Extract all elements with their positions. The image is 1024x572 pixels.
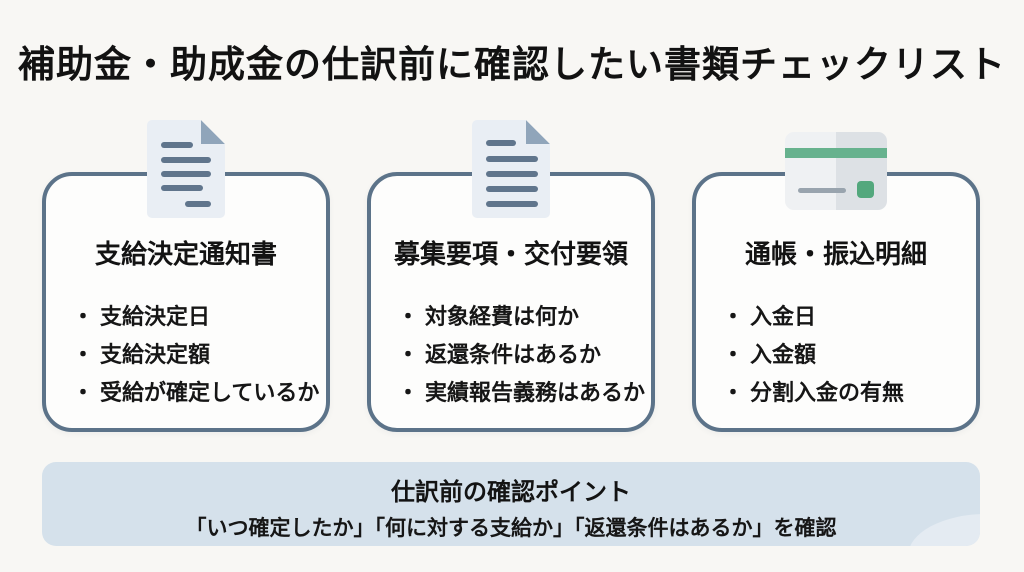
- card-checklist: ・支給決定日 ・支給決定額 ・受給が確定しているか: [72, 298, 320, 412]
- bullet-glyph: ・: [397, 380, 420, 405]
- bullet-glyph: ・: [722, 342, 745, 367]
- card-payment-decision-notice: 支給決定通知書 ・支給決定日 ・支給決定額 ・受給が確定しているか: [42, 120, 330, 432]
- list-item: ・入金額: [722, 336, 968, 374]
- list-item-text: 対象経費は何か: [425, 304, 580, 329]
- footer-title: 仕訳前の確認ポイント: [391, 479, 631, 506]
- document-icon-line: [486, 156, 538, 162]
- document-icon-line: [486, 140, 516, 146]
- bullet-glyph: ・: [72, 304, 95, 329]
- list-item-text: 実績報告義務はあるか: [425, 380, 646, 405]
- list-item-text: 支給決定日: [100, 304, 211, 329]
- document-icon-line: [161, 157, 211, 163]
- document-icon-line: [161, 185, 203, 191]
- bankbook-card-icon-chip: [857, 181, 874, 198]
- bullet-glyph: ・: [72, 342, 95, 367]
- card-title: 通帳・振込明細: [744, 239, 927, 269]
- list-item: ・返還条件はあるか: [397, 336, 643, 374]
- bankbook-card-icon-body: [785, 132, 887, 210]
- page-title: 補助金・助成金の仕訳前に確認したい書類チェックリスト: [18, 44, 1006, 85]
- footer-summary-bar: 仕訳前の確認ポイント 「いつ確定したか」「何に対する支給か」「返還条件はあるか」…: [42, 462, 980, 546]
- bullet-glyph: ・: [722, 380, 745, 405]
- bullet-glyph: ・: [722, 304, 745, 329]
- list-item: ・実績報告義務はあるか: [397, 374, 646, 412]
- card-checklist: ・対象経費は何か ・返還条件はあるか ・実績報告義務はあるか: [397, 298, 646, 412]
- list-item-text: 入金日: [750, 304, 817, 329]
- document-icon: [472, 120, 550, 218]
- list-item: ・支給決定額: [72, 336, 318, 374]
- list-item-text: 返還条件はあるか: [425, 342, 602, 367]
- list-item: ・対象経費は何か: [397, 298, 643, 336]
- document-icon-line: [486, 186, 538, 192]
- bankbook-card-icon-stripe: [785, 148, 887, 158]
- document-icon-fold-corner: [201, 120, 225, 144]
- list-item-text: 入金額: [750, 342, 817, 367]
- card-title: 支給決定通知書: [94, 239, 277, 269]
- document-icon-line: [185, 201, 211, 207]
- card-passbook-transfer-details: 通帳・振込明細 ・入金日 ・入金額 ・分割入金の有無: [692, 132, 980, 432]
- list-item-text: 分割入金の有無: [750, 380, 905, 405]
- document-icon-body: [147, 120, 225, 218]
- document-icon-line: [161, 171, 211, 177]
- document-icon-fold-corner: [526, 120, 550, 144]
- bankbook-card-icon-line: [798, 188, 846, 193]
- document-icon-line: [486, 171, 538, 177]
- bullet-glyph: ・: [397, 342, 420, 367]
- document-icon-body: [472, 120, 550, 218]
- card-title: 募集要項・交付要領: [393, 239, 628, 269]
- bankbook-card-icon: [785, 132, 887, 210]
- card-checklist: ・入金日 ・入金額 ・分割入金の有無: [722, 298, 968, 412]
- document-icon: [147, 120, 225, 218]
- list-item: ・受給が確定しているか: [72, 374, 320, 412]
- document-icon-line: [161, 142, 193, 148]
- list-item-text: 支給決定額: [100, 342, 211, 367]
- document-icon-line: [486, 201, 538, 207]
- list-item: ・分割入金の有無: [722, 374, 968, 412]
- footer-subtitle: 「いつ確定したか」「何に対する支給か」「返還条件はあるか」を確認: [185, 517, 837, 540]
- bullet-glyph: ・: [72, 380, 95, 405]
- list-item-text: 受給が確定しているか: [100, 380, 320, 405]
- list-item: ・入金日: [722, 298, 968, 336]
- list-item: ・支給決定日: [72, 298, 318, 336]
- card-application-guidelines: 募集要項・交付要領 ・対象経費は何か ・返還条件はあるか ・実績報告義務はあるか: [367, 120, 655, 432]
- bullet-glyph: ・: [397, 304, 420, 329]
